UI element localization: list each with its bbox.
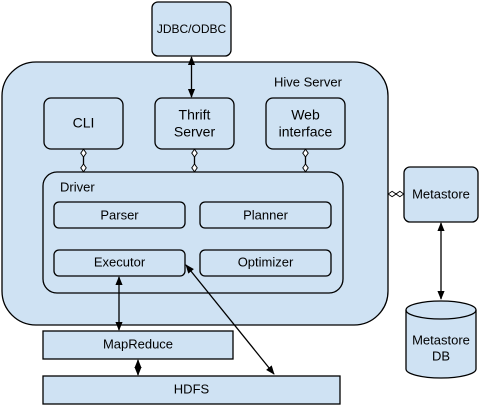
metastore-label: Metastore bbox=[412, 186, 470, 201]
thrift-server-label-line1: Thrift bbox=[179, 107, 211, 123]
hdfs-node: HDFS bbox=[42, 375, 341, 405]
optimizer-node: Optimizer bbox=[199, 249, 332, 277]
driver-label: Driver bbox=[60, 179, 95, 194]
metastore-db-label-line2: DB bbox=[432, 348, 450, 363]
executor-label: Executor bbox=[94, 254, 146, 269]
hive-server-label: Hive Server bbox=[274, 74, 343, 89]
mapreduce-node: MapReduce bbox=[42, 330, 234, 360]
planner-label: Planner bbox=[243, 207, 288, 222]
metastore-db-label-line1: Metastore bbox=[412, 332, 470, 347]
web-interface-label-line2: interface bbox=[279, 124, 333, 140]
thrift-server-node: Thrift Server bbox=[154, 97, 235, 150]
executor-node: Executor bbox=[53, 249, 186, 277]
planner-node: Planner bbox=[199, 201, 332, 229]
metastore-db-node: Metastore DB bbox=[405, 300, 477, 379]
cli-node: CLI bbox=[43, 97, 124, 150]
cli-label: CLI bbox=[73, 115, 95, 131]
metastore-node: Metastore bbox=[403, 166, 479, 223]
jdbc-odbc-node: JDBC/ODBC bbox=[151, 1, 232, 57]
mapreduce-label: MapReduce bbox=[103, 336, 173, 351]
parser-label: Parser bbox=[100, 207, 139, 222]
hdfs-label: HDFS bbox=[174, 381, 210, 396]
edge-executor-hdfs bbox=[185, 264, 275, 375]
thrift-server-label-line2: Server bbox=[174, 124, 216, 140]
optimizer-label: Optimizer bbox=[238, 254, 294, 269]
parser-node: Parser bbox=[53, 201, 186, 229]
jdbc-odbc-label: JDBC/ODBC bbox=[157, 22, 227, 36]
web-interface-label-line1: Web bbox=[291, 107, 320, 123]
web-interface-node: Web interface bbox=[265, 97, 346, 150]
